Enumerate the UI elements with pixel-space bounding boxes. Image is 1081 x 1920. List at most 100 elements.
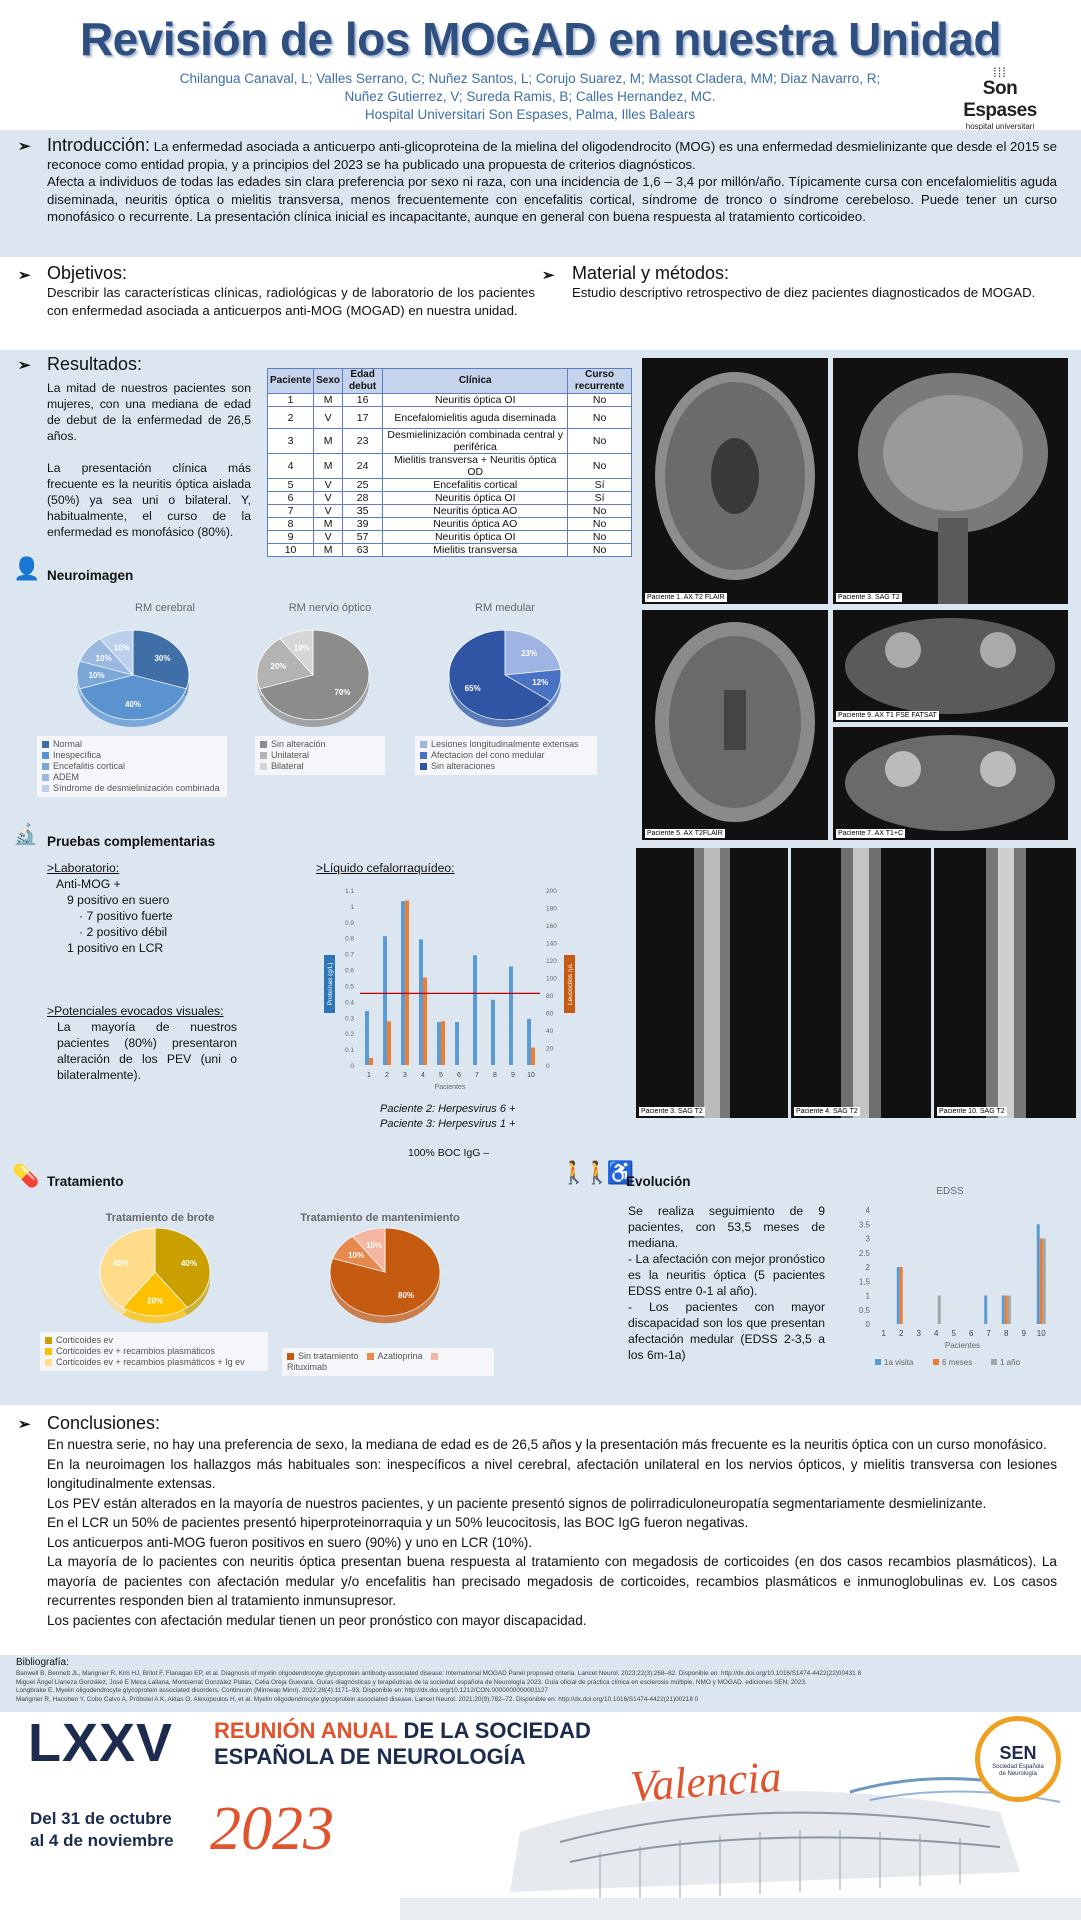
- bar-proteinas: [401, 901, 405, 1065]
- y-axis-label: Proteínas (g/L): [327, 963, 334, 1006]
- evolucion-p3: - Los pacientes con mayor discapacidad s…: [628, 1300, 825, 1362]
- pie-slice: [259, 629, 370, 721]
- bullet-icon: ➢: [18, 138, 31, 155]
- tratamiento-pie-charts: 40%20%40%80%10%10%: [99, 1227, 441, 1324]
- legend-swatch: [45, 1337, 52, 1345]
- legend-swatch: [420, 752, 427, 760]
- building-illustration: [400, 1777, 1081, 1920]
- table-cell: M: [313, 453, 344, 479]
- pie-slice: [99, 1227, 156, 1309]
- pie-data-label: 10%: [348, 1251, 364, 1260]
- y-tick-label: 1: [350, 904, 354, 911]
- conclusion-line: En el LCR un 50% de pacientes presentó h…: [47, 1515, 749, 1530]
- conclusion-line: Los PEV están alterados en la mayoría de…: [47, 1495, 987, 1511]
- conclusion-line: La mayoría de lo pacientes con neuritis …: [47, 1554, 1057, 1608]
- resultados-text: La mitad de nuestros pacientes son mujer…: [47, 380, 251, 540]
- table-cell: Encefalomielitis aguda diseminada: [382, 406, 569, 429]
- chart-title: EDSS: [936, 1186, 964, 1197]
- pie-title: Tratamiento de mantenimiento: [300, 1212, 460, 1224]
- table-cell: 35: [342, 504, 384, 518]
- y2-axis-label-box: [564, 955, 575, 1013]
- x-tick-label: 3: [917, 1329, 922, 1338]
- bullet-icon: ➢: [18, 267, 31, 284]
- reference: Miguel Ángel Llaneza González, José E Me…: [16, 1678, 807, 1686]
- x-tick-label: 5: [439, 1072, 443, 1079]
- y-tick-label: 1: [866, 1292, 871, 1301]
- y-tick-label: 0.4: [345, 999, 354, 1006]
- x-tick-label: 2: [385, 1072, 389, 1079]
- pie-title: RM cerebral: [135, 602, 195, 614]
- table-cell: Desmielinización combinada central y per…: [382, 428, 569, 454]
- mri-image: Paciente 10. SAG T2: [934, 848, 1076, 1118]
- bar-proteinas: [383, 936, 387, 1065]
- table-cell: No: [567, 406, 632, 429]
- table-cell: 9: [266, 530, 315, 544]
- pie-title: RM medular: [475, 602, 535, 614]
- spine-sagittal-icon: [841, 848, 881, 1118]
- x-tick-label: 6: [457, 1072, 461, 1079]
- legend-label: Corticoides ev: [56, 1335, 114, 1345]
- congress-name: REUNIÓN ANUAL DE LA SOCIEDAD ESPAÑOLA DE…: [214, 1718, 591, 1770]
- y-tick-label: 0.5: [345, 983, 354, 990]
- table-cell: 3: [266, 428, 315, 454]
- pie-slice: [99, 629, 134, 676]
- legend-label: 6 meses: [942, 1358, 972, 1367]
- legend-entry: Rituximab: [287, 1351, 442, 1372]
- pie-slice: [122, 1271, 188, 1317]
- congress-city: Valencia: [628, 1751, 784, 1812]
- logo-name: Son Espases: [963, 78, 1037, 121]
- y-tick-label: 2: [866, 1263, 871, 1272]
- pie-data-label: 70%: [334, 688, 350, 697]
- y-tick-label: 0.7: [345, 952, 354, 959]
- legend-swatch: [287, 1353, 294, 1361]
- congress-footer: LXXV REUNIÓN ANUAL DE LA SOCIEDAD ESPAÑO…: [0, 1712, 1081, 1920]
- son-espases-logo: ⁞⁞⁞ Son Espases hospital universitari: [945, 66, 1055, 131]
- microscope-icon: 🔬: [13, 824, 38, 846]
- table-cell: No: [567, 530, 632, 544]
- reference: Marignier R, Hacohen Y, Cobo Calvo A, Pr…: [16, 1695, 699, 1703]
- table-cell: Neuritis óptica OI: [382, 530, 569, 544]
- bar-edss: [1001, 1295, 1005, 1324]
- image-caption: Paciente 9. AX T1 FSE FATSAT: [836, 711, 939, 720]
- legend-label: 1 año: [1000, 1358, 1021, 1367]
- conclusion-line: En nuestra serie, no hay una preferencia…: [47, 1437, 1047, 1452]
- table-cell: No: [567, 393, 632, 407]
- table-cell: Neuritis óptica AO: [382, 517, 569, 531]
- legend-entry: ADEM: [42, 772, 222, 783]
- pie: 80%10%10%: [329, 1227, 441, 1324]
- pie-slice: [352, 1227, 386, 1273]
- neuroimagen-pie-charts: 30%40%10%10%10%70%20%10%23%12%65%: [76, 629, 562, 727]
- legend-swatch: [420, 763, 427, 771]
- y-tick-label: 0.2: [345, 1031, 354, 1038]
- pie-data-label: 10%: [294, 643, 310, 652]
- legend-entry: Normal: [42, 739, 222, 750]
- legend-label: Lesiones longitudinalmente extensas: [431, 739, 579, 749]
- intro-section: [0, 130, 1081, 257]
- pie-slice: [448, 629, 551, 721]
- pie-data-label: 40%: [113, 1259, 129, 1268]
- legend-label: Unilateral: [271, 750, 310, 760]
- x-tick-label: 10: [1037, 1329, 1046, 1338]
- material-text: Estudio descriptivo retrospectivo de die…: [572, 285, 1036, 300]
- y2-tick-label: 120: [546, 958, 557, 965]
- bar-edss: [1007, 1295, 1011, 1324]
- legend-label: Sin alteración: [271, 739, 326, 749]
- pie-data-label: 23%: [521, 649, 537, 658]
- legend-entry: Corticoides ev + recambios plasmáticos: [45, 1346, 263, 1357]
- table-cell: No: [567, 453, 632, 479]
- table-cell: Sí: [567, 478, 632, 492]
- table-header-cell: Clínica: [382, 368, 569, 394]
- x-tick-label: 1: [882, 1329, 887, 1338]
- reference: Longbrake E. Myelin oligodendrocyte glyc…: [16, 1687, 548, 1694]
- legend-label: ADEM: [53, 772, 80, 782]
- bar-proteinas: [365, 1010, 369, 1065]
- intro-p2: Afecta a individuos de todas las edades …: [47, 174, 1057, 224]
- y2-tick-label: 60: [546, 1011, 554, 1018]
